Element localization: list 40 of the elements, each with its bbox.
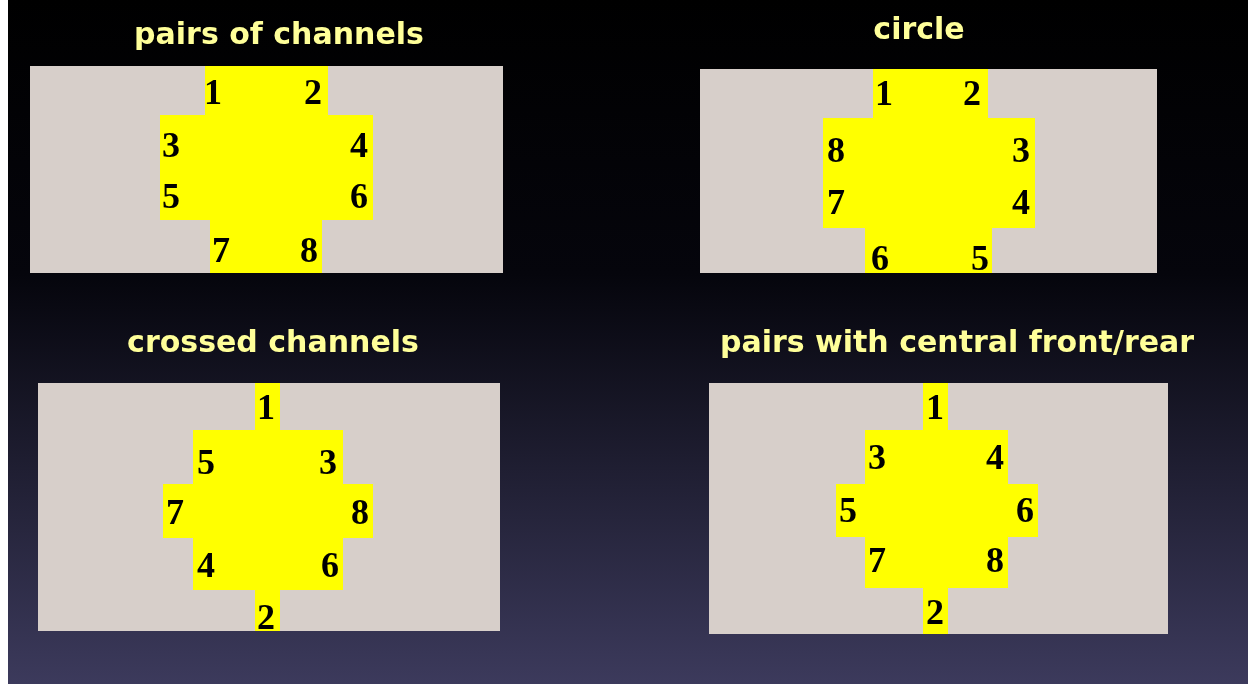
channel-number: 5	[197, 444, 215, 480]
channel-number: 6	[321, 547, 339, 583]
channel-number: 5	[971, 240, 989, 276]
channel-number: 4	[986, 439, 1004, 475]
channel-number: 1	[926, 389, 944, 425]
panel-heading: pairs with central front/rear	[719, 324, 1195, 360]
channel-number: 6	[871, 240, 889, 276]
channel-number: 3	[319, 444, 337, 480]
channel-number: 3	[1012, 132, 1030, 168]
channel-number: 3	[162, 127, 180, 163]
panel-heading: crossed channels	[127, 324, 419, 360]
speaker-layout-area	[160, 66, 373, 273]
channel-number: 5	[839, 492, 857, 528]
channel-number: 7	[868, 542, 886, 578]
channel-number: 8	[351, 494, 369, 530]
channel-number: 4	[197, 547, 215, 583]
channel-number: 6	[350, 178, 368, 214]
channel-number: 7	[212, 232, 230, 268]
channel-number: 2	[926, 594, 944, 630]
panel-heading: pairs of channels	[134, 16, 424, 52]
channel-number: 1	[875, 75, 893, 111]
channel-number: 1	[257, 389, 275, 425]
speaker-layout-area	[163, 383, 373, 631]
channel-number: 5	[162, 178, 180, 214]
channel-number: 1	[204, 74, 222, 110]
channel-number: 7	[827, 184, 845, 220]
channel-number: 8	[827, 132, 845, 168]
speaker-layout-area	[823, 69, 1035, 273]
channel-number: 6	[1016, 492, 1034, 528]
channel-number: 2	[963, 75, 981, 111]
channel-number: 3	[868, 439, 886, 475]
channel-number: 4	[1012, 184, 1030, 220]
channel-number: 2	[257, 599, 275, 635]
panel-heading: circle	[873, 11, 965, 47]
channel-number: 7	[166, 494, 184, 530]
channel-number: 2	[304, 74, 322, 110]
channel-number: 4	[350, 127, 368, 163]
channel-number: 8	[986, 542, 1004, 578]
speaker-layout-area	[836, 383, 1038, 634]
channel-number: 8	[300, 232, 318, 268]
